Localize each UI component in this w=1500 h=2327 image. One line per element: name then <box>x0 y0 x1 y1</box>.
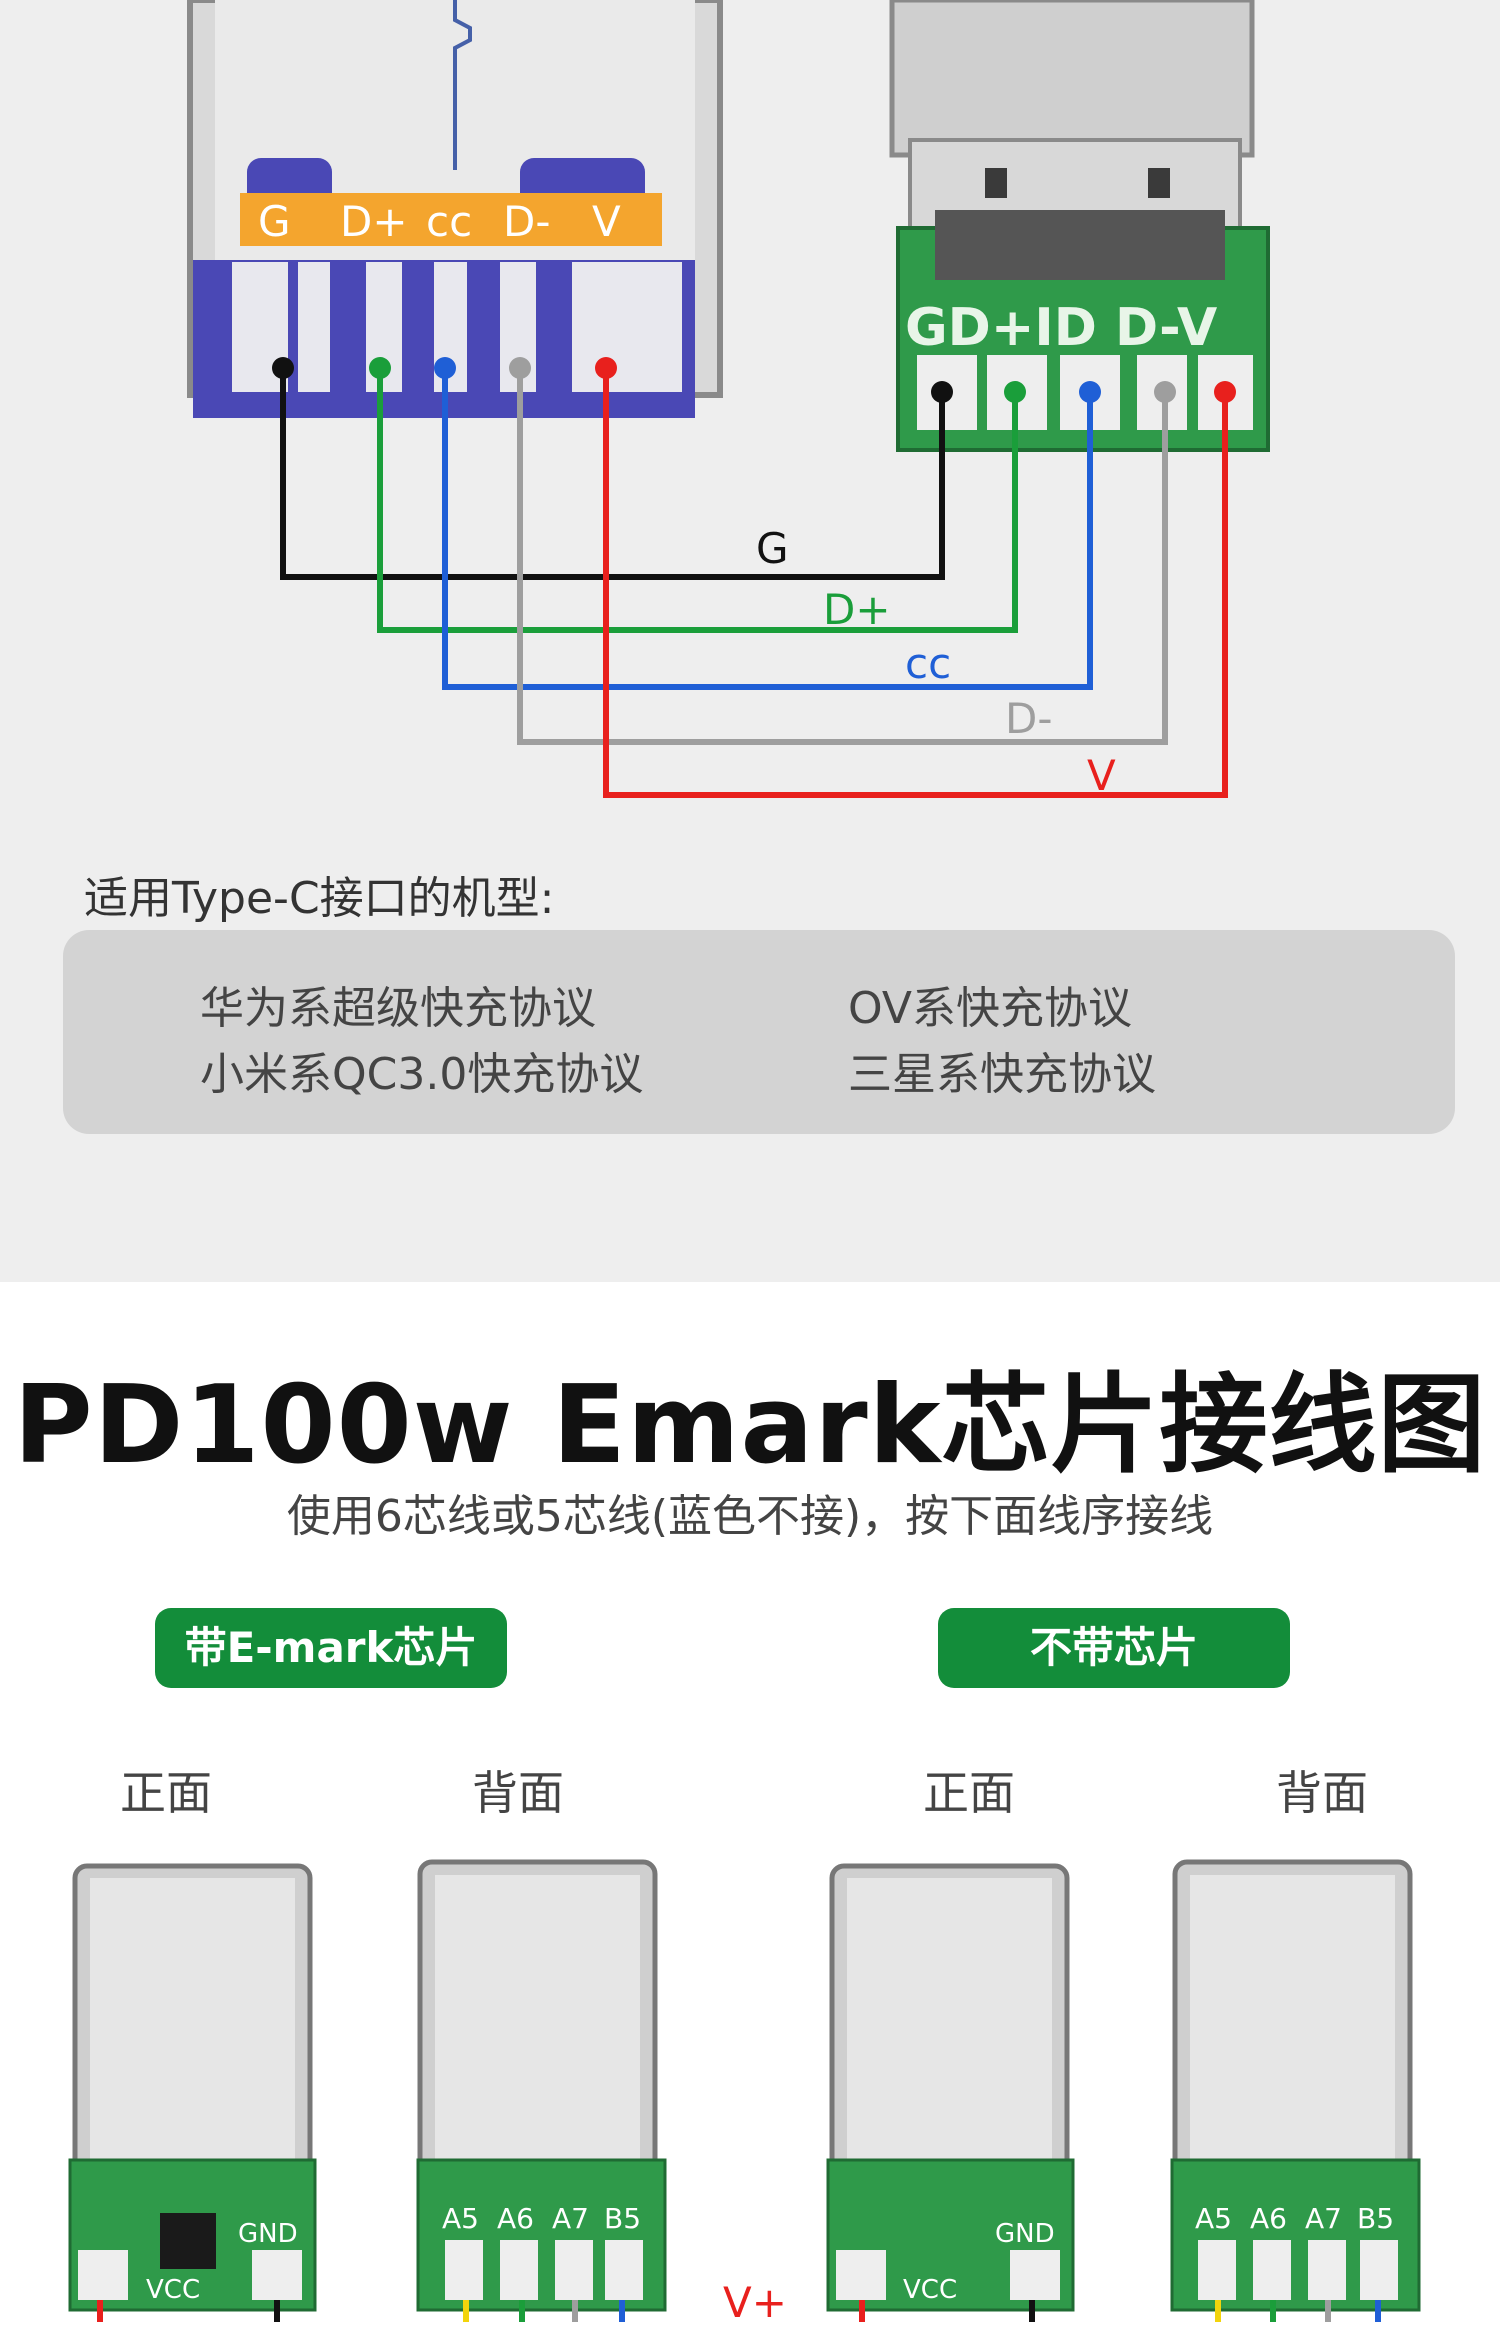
connector-back-plain <box>1170 1859 1421 2322</box>
connector-front-emark <box>68 1863 317 2322</box>
badge-without-chip: 不带芯片 <box>938 1608 1290 1688</box>
board-gnd-label: GND <box>238 2219 298 2249</box>
label-front: 正面 <box>923 1766 1015 1820</box>
wire-label-v: V <box>1087 751 1116 800</box>
board-pin-a6: A6 <box>1250 2202 1287 2235</box>
board-pin-a5: A5 <box>1195 2202 1232 2235</box>
board-vcc-label: VCC <box>146 2275 200 2305</box>
page-title: PD100w Emark芯片接线图 <box>13 1363 1487 1488</box>
board-pin-a5: A5 <box>442 2202 479 2235</box>
models-box <box>63 930 1455 1134</box>
models-heading: 适用Type-C接口的机型: <box>84 873 555 924</box>
wire-dots <box>272 357 1236 403</box>
model-item: 华为系超级快充协议 <box>200 983 596 1034</box>
board-vcc-label: VCC <box>903 2275 957 2305</box>
wires <box>280 370 1228 798</box>
board-pin-a7: A7 <box>552 2202 589 2235</box>
pin-label-strip <box>240 193 662 246</box>
wire-label-cc: cc <box>905 639 951 688</box>
label-front: 正面 <box>120 1766 212 1820</box>
connector-back-emark <box>416 1859 667 2322</box>
model-item: 小米系QC3.0快充协议 <box>200 1049 644 1100</box>
pin-label-g: G <box>258 197 291 246</box>
pcb-print-label: GD+ID D-V <box>905 298 1217 358</box>
badge-with-emark: 带E-mark芯片 <box>155 1608 507 1688</box>
page-subtitle: 使用6芯线或5芯线(蓝色不接)，按下面线序接线 <box>286 1491 1214 1542</box>
wire-label-dminus: D- <box>1005 694 1053 743</box>
board-pin-a7: A7 <box>1305 2202 1342 2235</box>
pin-label-dplus: D+ <box>340 197 408 246</box>
board-pin-b5: B5 <box>604 2202 641 2235</box>
label-back: 背面 <box>1276 1766 1368 1820</box>
pin-label-dminus: D- <box>503 197 551 246</box>
model-item: OV系快充协议 <box>848 983 1132 1034</box>
label-back: 背面 <box>472 1766 564 1820</box>
connector-front-plain <box>826 1863 1075 2322</box>
vplus-label: V+ <box>723 2278 787 2327</box>
board-gnd-label: GND <box>995 2219 1055 2249</box>
usb-a-connector <box>187 0 723 418</box>
pin-label-v: V <box>592 197 621 246</box>
model-item: 三星系快充协议 <box>848 1049 1156 1100</box>
pin-label-cc: cc <box>426 197 472 246</box>
wire-label-dplus: D+ <box>823 585 891 634</box>
board-pin-b5: B5 <box>1357 2202 1394 2235</box>
board-pin-a6: A6 <box>497 2202 534 2235</box>
type-c-connector <box>889 0 1270 452</box>
wire-label-g: G <box>756 524 789 573</box>
